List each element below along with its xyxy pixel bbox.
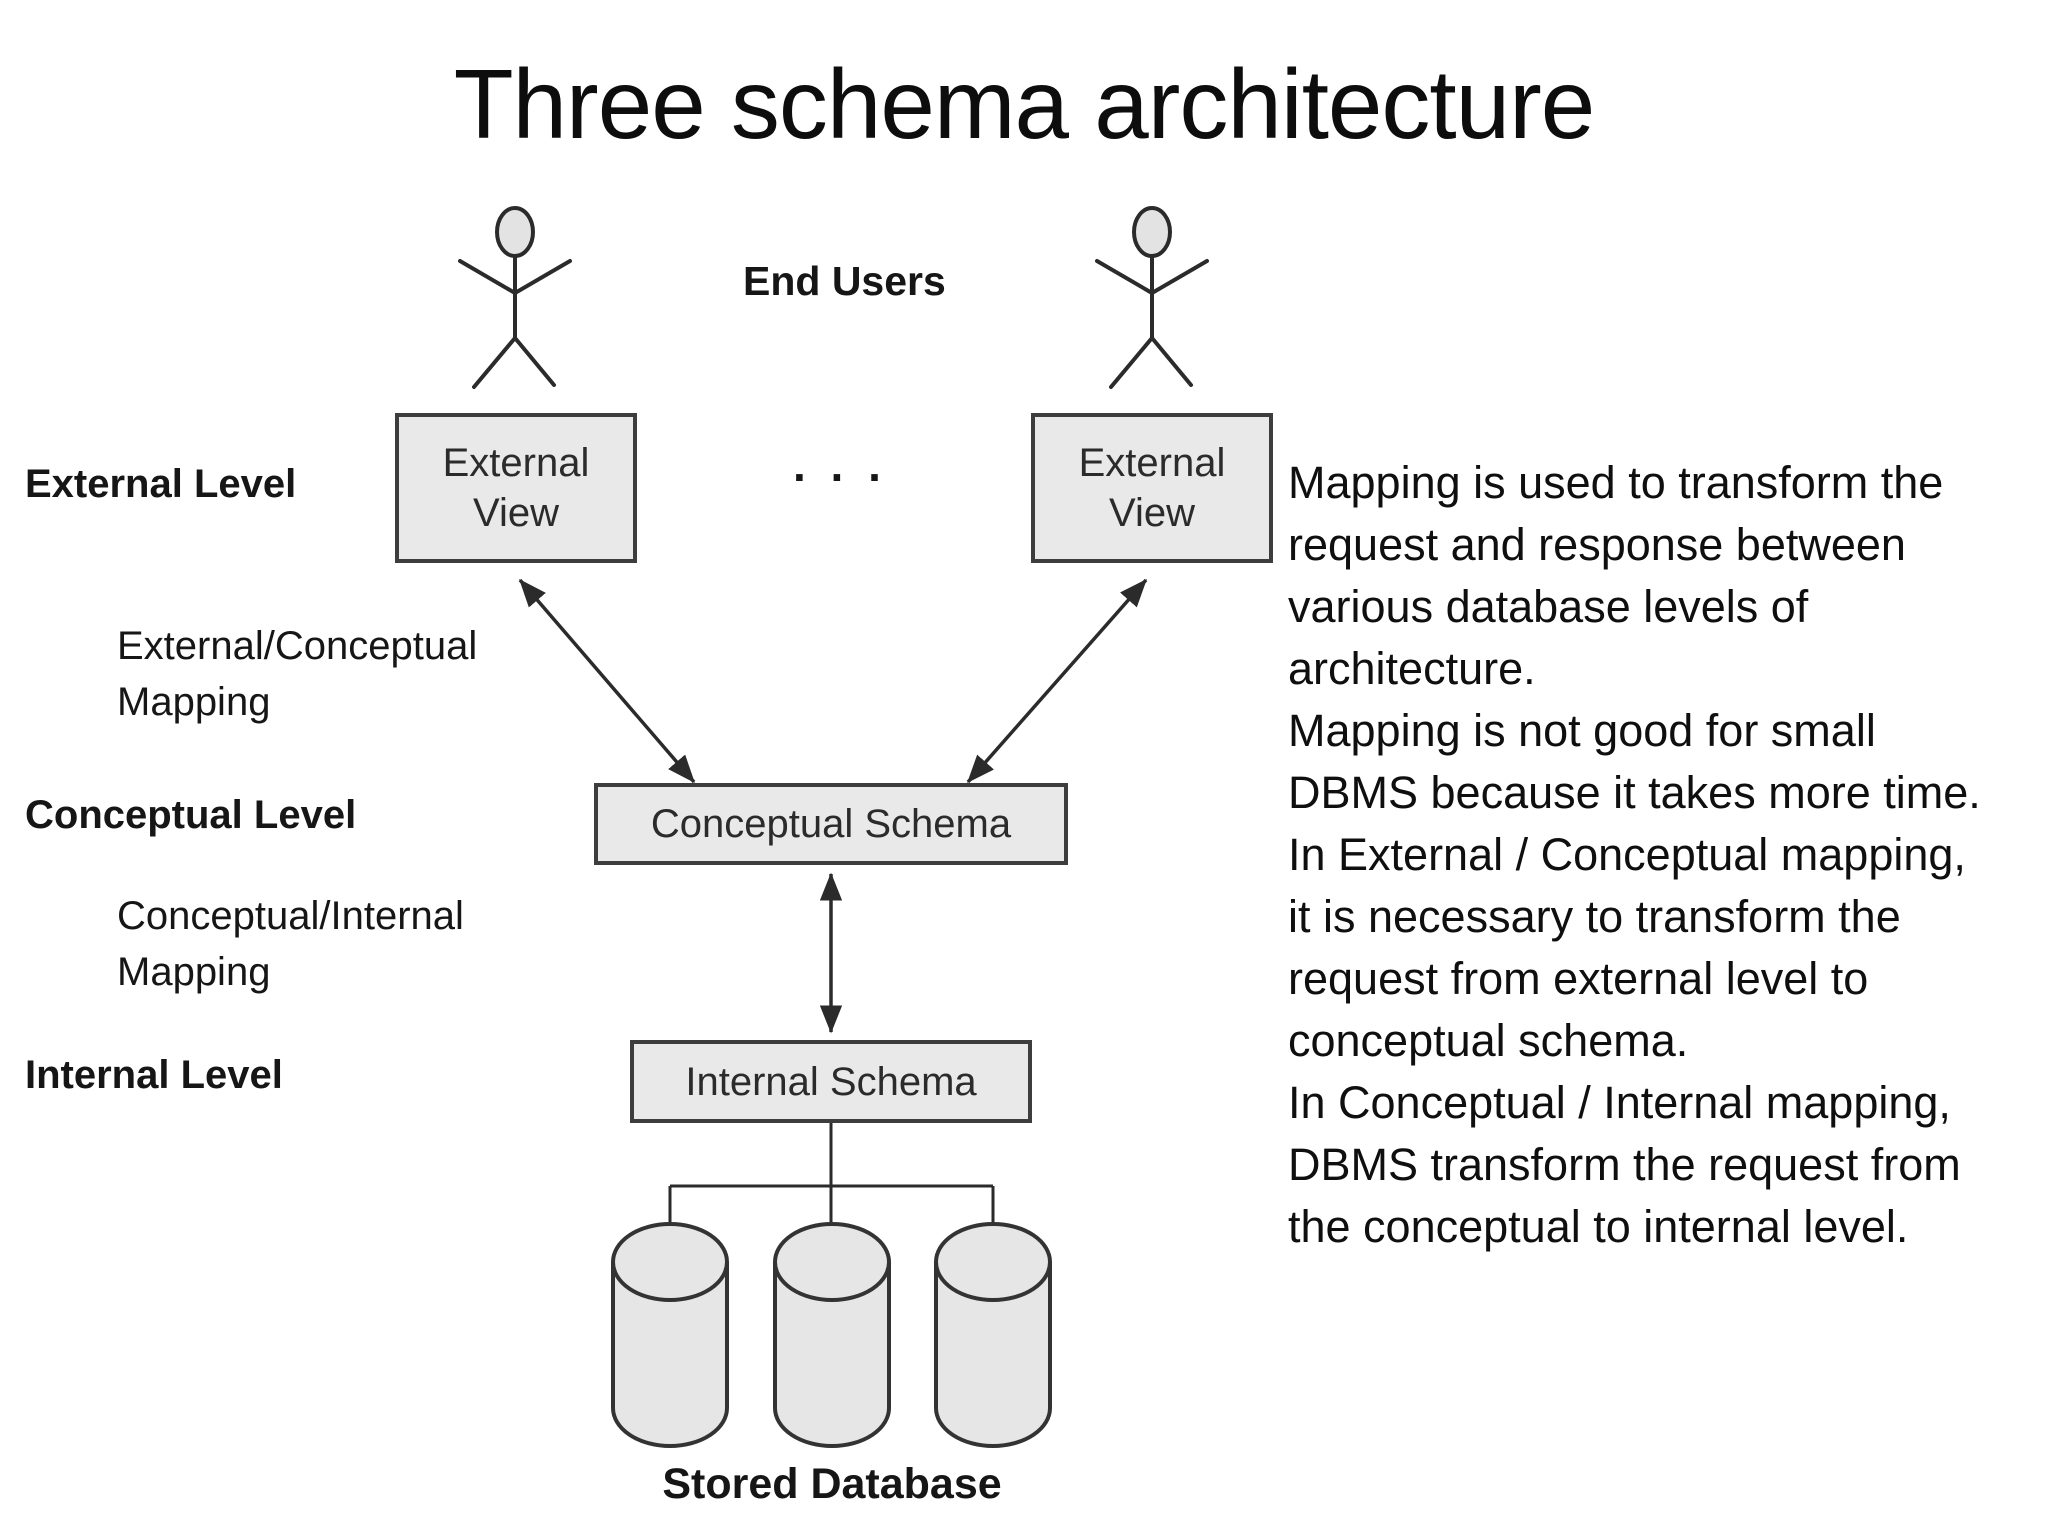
text-line: DBMS transform the request from xyxy=(1288,1139,1961,1190)
external-view-right-label-line1: External xyxy=(1078,441,1226,485)
mapping-description-text: Mapping is used to transform the request… xyxy=(1288,452,1981,1258)
external-conceptual-mapping-line1: External/Conceptual xyxy=(117,624,478,668)
external-view-left-label-line1: External xyxy=(442,441,590,485)
text-line: various database levels of xyxy=(1288,581,1809,632)
internal-schema-label: Internal Schema xyxy=(685,1059,977,1104)
conceptual-internal-mapping-line2: Mapping xyxy=(117,950,271,994)
text-line: Mapping is not good for small xyxy=(1288,705,1876,756)
text-line: Mapping is used to transform the xyxy=(1288,457,1944,508)
ellipsis-between-views: . . . xyxy=(793,439,887,491)
database-cylinder-icons xyxy=(611,1222,1052,1448)
external-conceptual-arrows xyxy=(518,578,1148,784)
text-line: the conceptual to internal level. xyxy=(1288,1201,1909,1252)
text-line: DBMS because it takes more time. xyxy=(1288,767,1981,818)
external-view-right-box: External View xyxy=(1031,413,1273,563)
text-line: request from external level to xyxy=(1288,953,1869,1004)
text-line: conceptual schema. xyxy=(1288,1015,1689,1066)
external-level-label: External Level xyxy=(25,462,297,506)
text-line: it is necessary to transform the xyxy=(1288,891,1901,942)
external-conceptual-mapping-label: External/Conceptual Mapping xyxy=(117,618,477,730)
external-view-left-box: External View xyxy=(395,413,637,563)
external-view-right-label-line2: View xyxy=(1109,491,1195,535)
text-line: In External / Conceptual mapping, xyxy=(1288,829,1966,880)
end-user-left-icon xyxy=(458,206,572,389)
conceptual-internal-mapping-line1: Conceptual/Internal xyxy=(117,894,464,938)
end-user-right-icon xyxy=(1095,206,1209,389)
page-title: Three schema architecture xyxy=(453,49,1596,159)
conceptual-internal-mapping-label: Conceptual/Internal Mapping xyxy=(117,888,464,1000)
external-view-left-label-line2: View xyxy=(473,491,559,535)
conceptual-schema-label: Conceptual Schema xyxy=(650,802,1012,846)
text-line: request and response between xyxy=(1288,519,1906,570)
internal-level-label: Internal Level xyxy=(25,1053,283,1097)
conceptual-schema-box: Conceptual Schema xyxy=(594,783,1068,865)
end-users-label: End Users xyxy=(743,258,946,304)
conceptual-level-label: Conceptual Level xyxy=(25,793,357,837)
stored-database-label: Stored Database xyxy=(662,1460,1002,1508)
text-line: architecture. xyxy=(1288,643,1536,694)
stored-database-connectors xyxy=(668,1123,995,1228)
internal-schema-box: Internal Schema xyxy=(630,1040,1032,1123)
external-conceptual-mapping-line2: Mapping xyxy=(117,680,271,724)
text-line: In Conceptual / Internal mapping, xyxy=(1288,1077,1951,1128)
